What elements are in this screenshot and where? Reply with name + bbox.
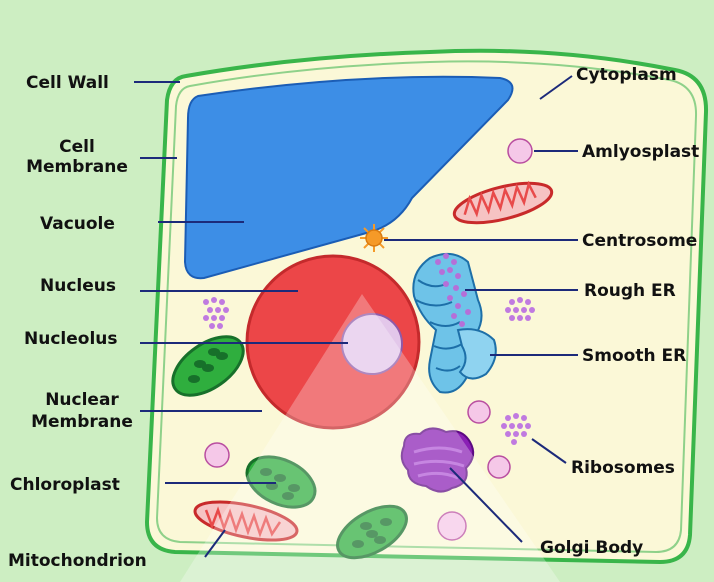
label-nucleolus: Nucleolus <box>24 329 118 349</box>
label-nuclear-membrane-line1: Nuclear <box>45 390 119 410</box>
label-cell-membrane-line2: Membrane <box>26 157 128 177</box>
label-centrosome: Centrosome <box>582 231 697 251</box>
label-vacuole: Vacuole <box>40 214 115 234</box>
label-rough-er: Rough ER <box>584 281 676 301</box>
label-cytoplasm: Cytoplasm <box>576 65 677 85</box>
label-ribosomes: Ribosomes <box>571 458 675 478</box>
centrosome <box>360 224 388 252</box>
label-nuclear-membrane-line2: Membrane <box>31 412 133 432</box>
label-amyloplast: Amlyosplast <box>582 142 699 162</box>
label-nucleus: Nucleus <box>40 276 116 296</box>
label-cell-membrane-line1: Cell <box>59 137 95 157</box>
label-cell-wall: Cell Wall <box>26 73 109 93</box>
label-golgi-body: Golgi Body <box>540 538 643 558</box>
label-smooth-er: Smooth ER <box>582 346 686 366</box>
label-mitochondrion: Mitochondrion <box>8 551 147 571</box>
label-chloroplast: Chloroplast <box>10 475 120 495</box>
